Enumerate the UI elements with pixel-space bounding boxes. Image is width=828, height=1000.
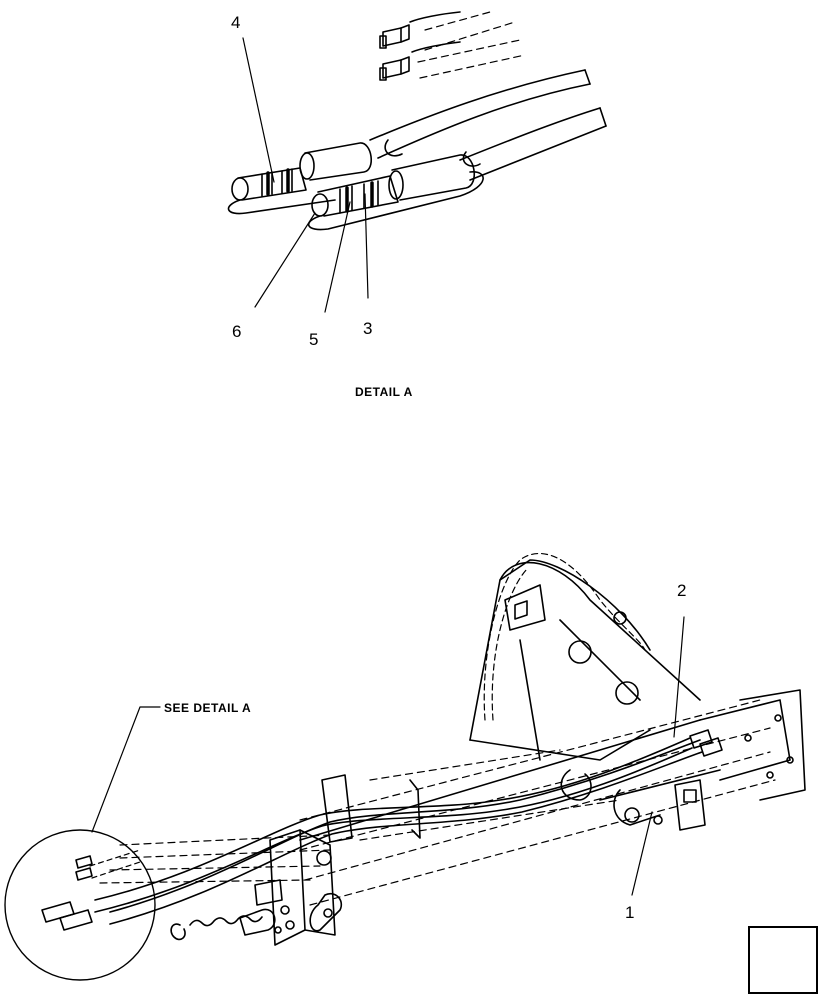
detail-a-leaders	[242, 37, 369, 313]
detail-a-caption: DETAIL A	[355, 385, 413, 399]
hose-bracket	[321, 769, 592, 843]
frame-beam	[299, 689, 806, 841]
detail-a-coupler-lower	[311, 154, 476, 217]
callout-1: 1	[625, 903, 635, 922]
callout-2: 2	[677, 581, 687, 600]
callout-3: 3	[363, 319, 373, 338]
detail-a-lower-hose	[459, 107, 607, 181]
detail-a-dashed-lines	[417, 11, 526, 79]
callout-4: 4	[231, 13, 241, 32]
frame-beam-dashed	[99, 699, 776, 906]
detail-a-small-fittings	[379, 11, 461, 81]
hydraulic-hoses	[94, 729, 723, 925]
left-couplers	[41, 849, 141, 931]
hitch-bracket	[254, 829, 343, 946]
main-leaders	[91, 616, 685, 896]
callout-5: 5	[309, 330, 319, 349]
detail-a-circle	[4, 829, 156, 981]
detail-a-coupler-upper	[231, 142, 372, 201]
see-detail-a-label: SEE DETAIL A	[164, 701, 252, 715]
tower-frame	[469, 559, 701, 761]
detail-a-upper-hose	[369, 69, 591, 159]
navigation-button[interactable]	[748, 926, 818, 994]
safety-chain	[170, 908, 276, 941]
callout-6: 6	[232, 322, 242, 341]
tower-dashed-line	[483, 552, 646, 721]
main-assembly-illustration	[4, 552, 806, 981]
detail-a-illustration	[227, 11, 607, 313]
